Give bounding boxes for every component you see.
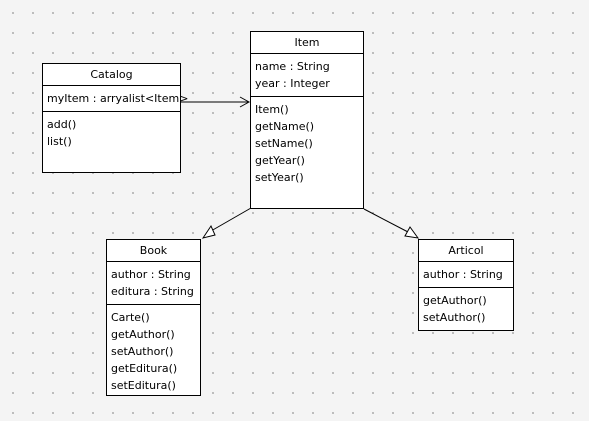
class-articol[interactable]: Articol author : String getAuthor() setA… <box>418 239 514 331</box>
attribute: author : String <box>111 268 191 281</box>
method: getAuthor() <box>111 328 175 341</box>
method: Carte() <box>111 311 150 324</box>
method: setAuthor() <box>423 311 486 324</box>
attributes-section: author : String editura : String <box>107 262 200 305</box>
method: getName() <box>255 120 315 133</box>
methods-section: Carte() getAuthor() setAuthor() getEditu… <box>107 305 200 398</box>
method: add() <box>47 118 77 131</box>
attribute: editura : String <box>111 285 194 298</box>
class-name: Catalog <box>43 64 180 86</box>
method: list() <box>47 135 72 148</box>
method: setEditura() <box>111 379 176 392</box>
class-book[interactable]: Book author : String editura : String Ca… <box>106 239 201 396</box>
class-item[interactable]: Item name : String year : Integer Item()… <box>250 31 364 209</box>
methods-section: getAuthor() setAuthor() <box>419 288 513 330</box>
method: Item() <box>255 103 289 116</box>
class-name: Book <box>107 240 200 262</box>
attributes-section: myItem : arryalist<Item> <box>43 86 189 112</box>
method: getYear() <box>255 154 305 167</box>
method: setName() <box>255 137 313 150</box>
association-arrowhead <box>239 96 251 108</box>
methods-section: add() list() <box>43 112 180 172</box>
generalization-articol-item <box>363 208 409 233</box>
attribute: myItem : arryalist<Item> <box>47 92 189 105</box>
method: setAuthor() <box>111 345 174 358</box>
method: setYear() <box>255 171 304 184</box>
method: getEditura() <box>111 362 178 375</box>
attributes-section: author : String <box>419 262 513 288</box>
attribute: year : Integer <box>255 77 330 90</box>
attribute: author : String <box>423 268 503 281</box>
generalization-triangle-book <box>201 224 216 239</box>
generalization-triangle-articol <box>404 226 420 239</box>
class-name: Articol <box>419 240 513 262</box>
method: getAuthor() <box>423 294 487 307</box>
attribute: name : String <box>255 60 330 73</box>
class-name: Item <box>251 32 363 54</box>
attributes-section: name : String year : Integer <box>251 54 363 97</box>
generalization-book-item <box>210 207 252 232</box>
methods-section: Item() getName() setName() getYear() set… <box>251 97 363 208</box>
class-catalog[interactable]: Catalog myItem : arryalist<Item> add() l… <box>42 63 189 173</box>
